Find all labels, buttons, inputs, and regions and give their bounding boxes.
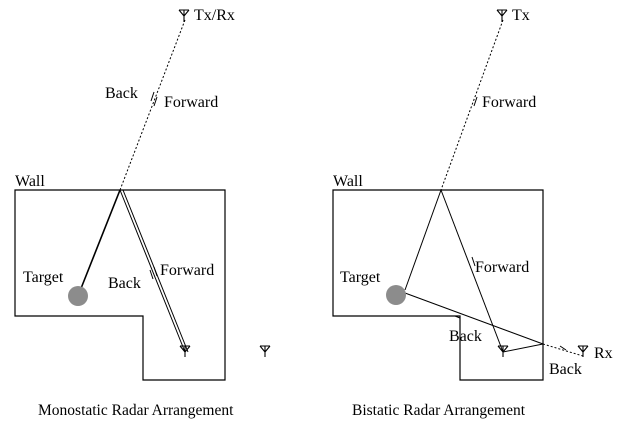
left-wall-outline	[14, 189, 226, 381]
right-ray-to-rx	[542, 343, 584, 357]
right-rx-antenna-icon	[577, 345, 589, 357]
monostatic-panel: Tx/Rx Back Forward Wall Back Forward Tar…	[14, 7, 271, 419]
right-rx-label: Rx	[594, 345, 613, 362]
right-target-marker	[386, 285, 406, 305]
bistatic-panel: Tx Forward Wall Forward Back Back Target…	[332, 7, 613, 419]
right-inner-antenna-icon	[497, 345, 509, 357]
right-inside-arrow	[471, 256, 476, 267]
right-target-label: Target	[340, 269, 381, 286]
right-tx-antenna-icon	[496, 9, 508, 22]
right-back-arrow-outside	[559, 345, 567, 351]
right-back-arrow-inside	[454, 315, 461, 319]
right-back-outside-label: Back	[549, 361, 582, 378]
left-forward-top-label: Forward	[164, 94, 218, 111]
left-ray-to-receiver	[119, 189, 186, 353]
right-wall-outline	[332, 189, 544, 381]
left-wall-label: Wall	[15, 173, 45, 190]
left-target-marker	[68, 286, 88, 306]
left-ray-to-target	[77, 189, 121, 297]
right-wall-label: Wall	[333, 173, 363, 190]
left-target-label: Target	[23, 269, 64, 286]
left-back-inside-label: Back	[108, 275, 141, 292]
left-caption: Monostatic Radar Arrangement	[38, 402, 234, 419]
left-tx-rx-antenna-icon	[178, 9, 190, 22]
left-outer-antenna-icon	[259, 345, 271, 357]
right-back-inside-label: Back	[449, 328, 482, 345]
right-outside-arrow	[473, 96, 478, 107]
right-tx-label: Tx	[512, 7, 530, 24]
left-inside-arrows	[149, 266, 158, 280]
right-forward-inside-label: Forward	[475, 259, 529, 276]
right-forward-top-label: Forward	[482, 94, 536, 111]
right-ray-target-to-wall	[404, 292, 544, 345]
left-forward-inside-label: Forward	[160, 262, 214, 279]
left-back-top-label: Back	[105, 85, 138, 102]
left-tx-rx-label: Tx/Rx	[194, 7, 235, 24]
right-ray-to-target	[404, 189, 442, 291]
right-caption: Bistatic Radar Arrangement	[352, 402, 526, 419]
left-inner-antenna-icon	[179, 345, 191, 357]
left-outside-arrows	[150, 91, 158, 107]
